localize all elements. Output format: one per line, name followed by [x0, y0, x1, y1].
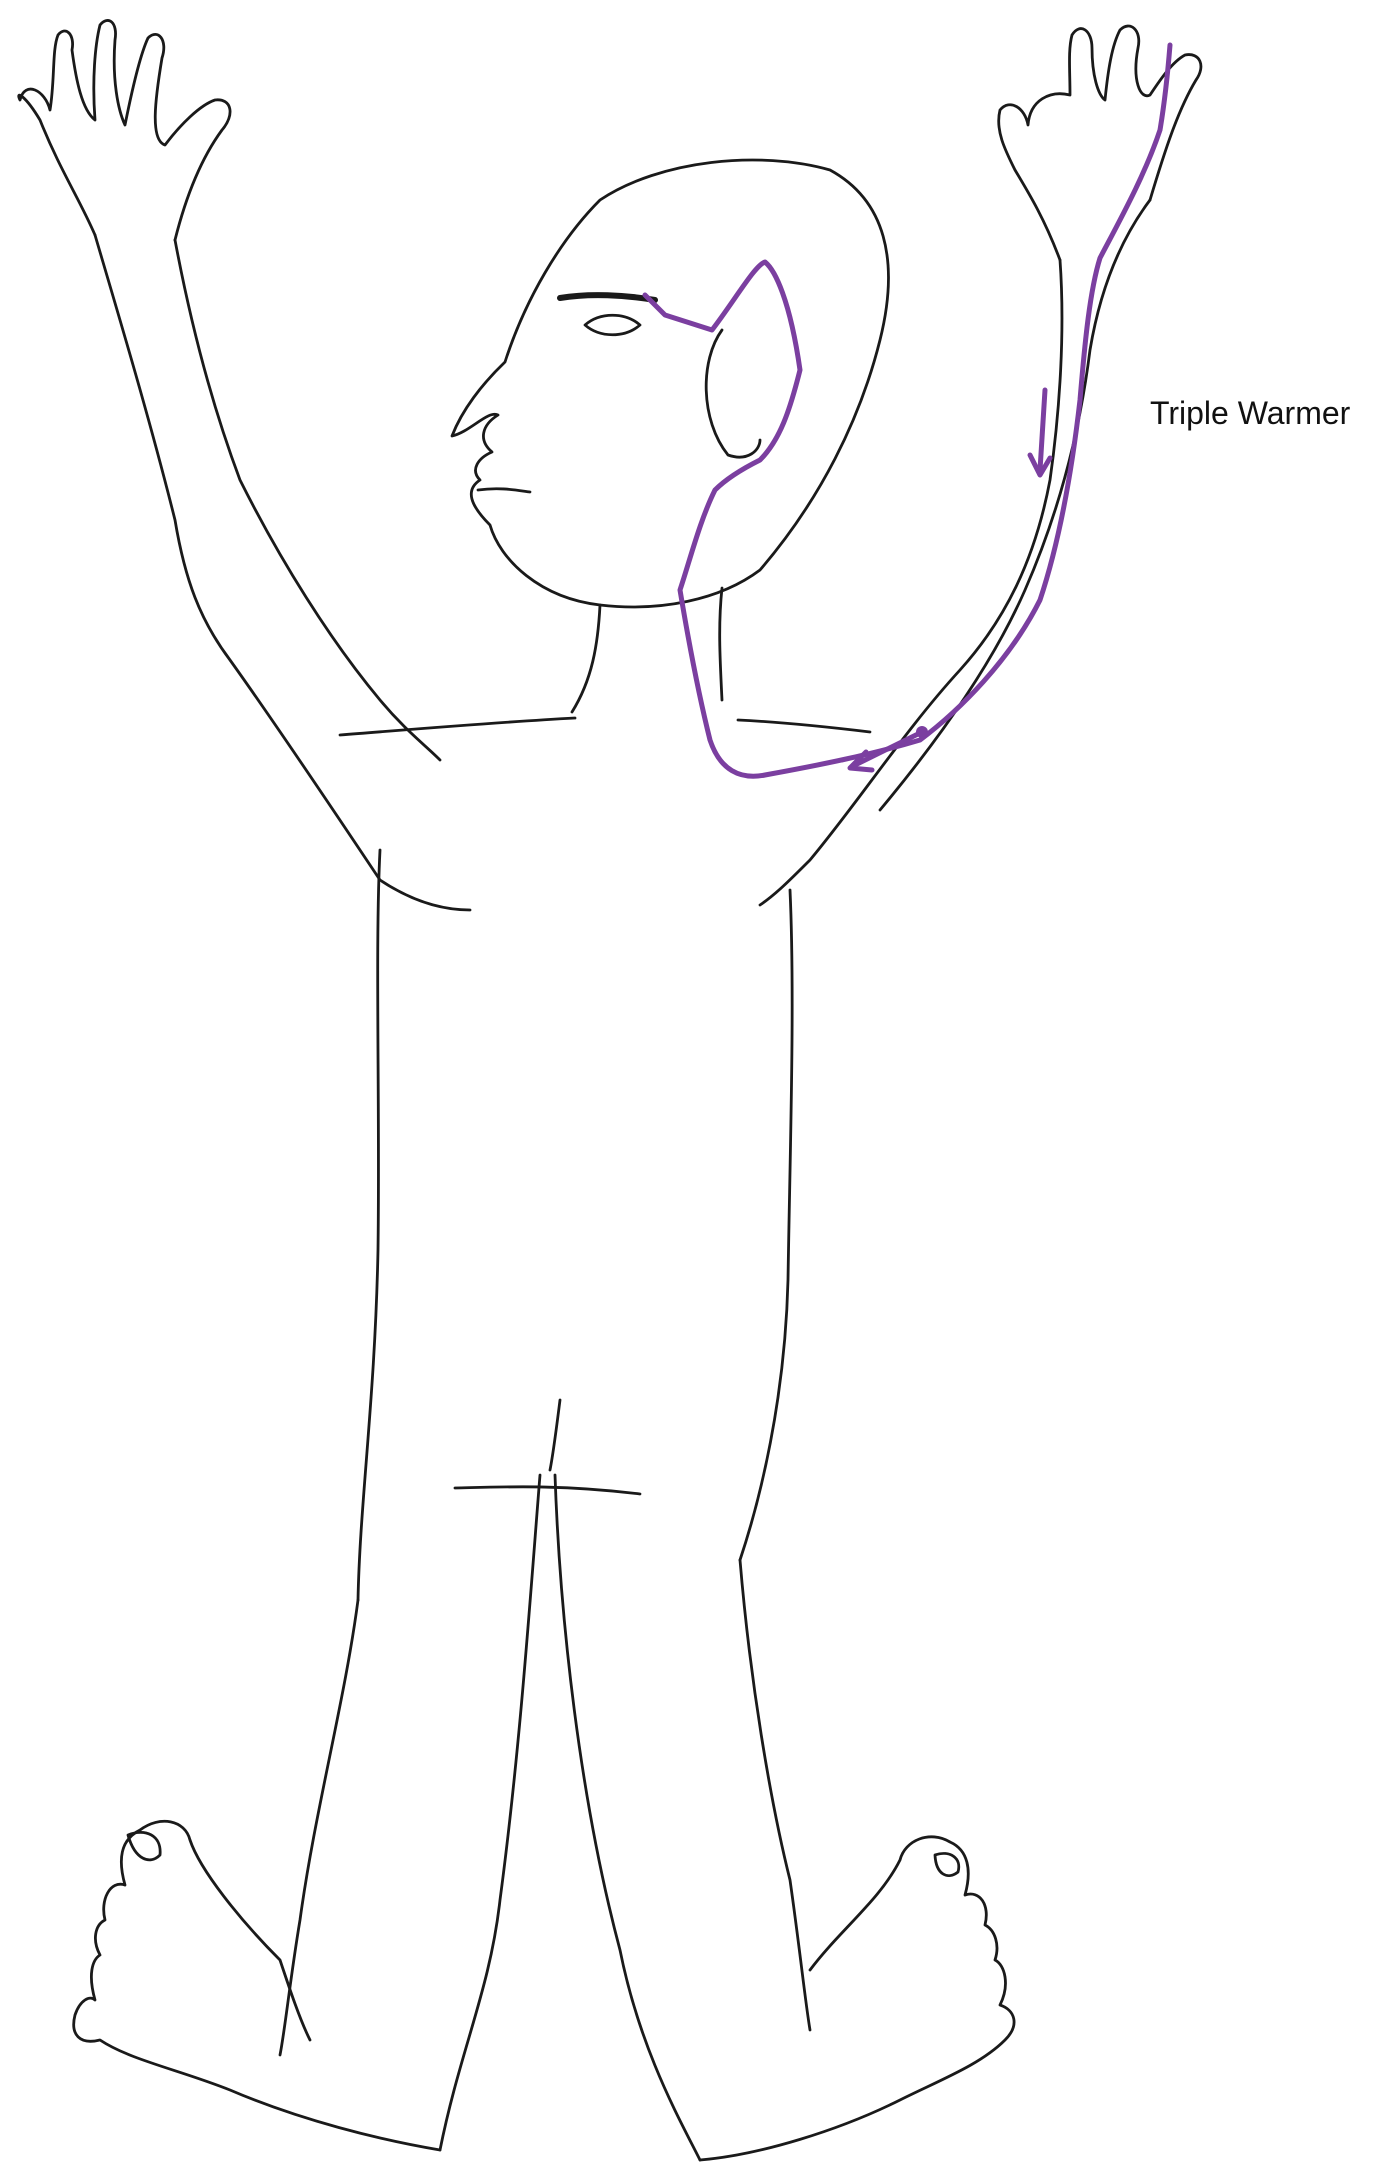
head-outline: [452, 160, 888, 607]
eye: [585, 315, 640, 335]
navel-line: [550, 1400, 560, 1470]
left-leg-inner: [440, 1475, 540, 2150]
meridian-arrow-forearm: [1040, 390, 1045, 470]
left-leg-outer: [280, 1600, 358, 2055]
right-arm-outer: [760, 260, 1062, 905]
meridian-point: [916, 726, 928, 738]
torso-left: [358, 850, 380, 1600]
clavicle-right: [738, 720, 870, 732]
neck-left: [572, 605, 600, 712]
meridian-label: Triple Warmer: [1150, 395, 1350, 432]
ear: [706, 330, 760, 457]
meridian-path: [645, 45, 1170, 776]
torso-right: [740, 890, 792, 1560]
mouth: [478, 489, 530, 492]
left-foot: [74, 1821, 440, 2150]
left-hand: [19, 20, 230, 240]
right-leg-inner: [555, 1475, 700, 2160]
right-leg-outer: [740, 1560, 810, 2030]
eyebrow: [560, 295, 655, 300]
left-arm-outer: [95, 235, 470, 910]
hip-line: [455, 1487, 640, 1494]
left-arm-inner: [175, 240, 440, 760]
clavicle-left: [340, 718, 575, 735]
right-big-toenail: [935, 1854, 959, 1876]
right-foot: [700, 1837, 1014, 2160]
body-outline: [19, 20, 1201, 2160]
triple-warmer-line: [645, 45, 1170, 776]
neck-right: [720, 588, 722, 700]
